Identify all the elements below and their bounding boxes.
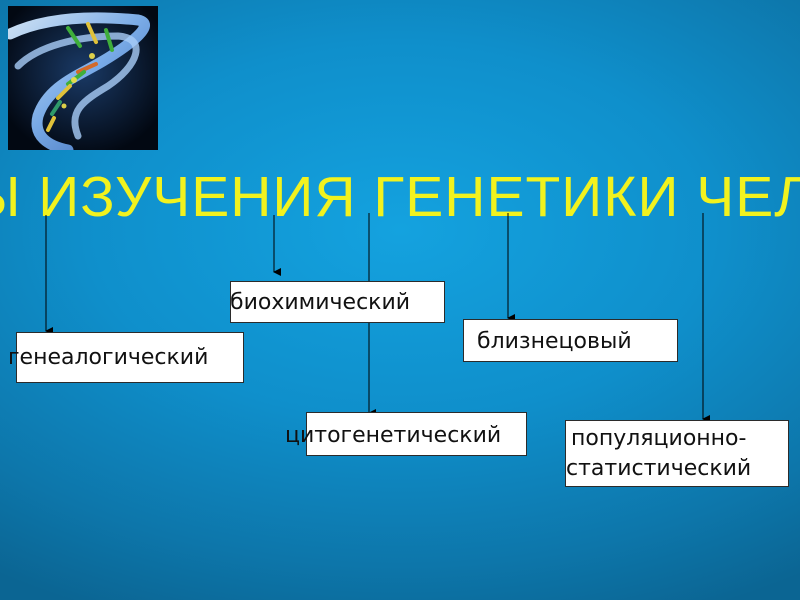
method-box-population [565, 420, 789, 487]
method-label-genealogical: генеалогический [8, 345, 209, 370]
method-box-twin [463, 319, 678, 362]
method-label-biochemical: биохимический [230, 290, 411, 315]
method-label-population-line1: популяционно- [571, 426, 747, 451]
method-box-biochemical [230, 281, 445, 323]
method-label-twin: близнецовый [477, 329, 632, 354]
method-label-population-line2: статистический [566, 456, 752, 481]
dna-double-helix-image [8, 6, 158, 150]
method-label-cytogenetic: цитогенетический [285, 423, 502, 448]
method-box-cytogenetic [306, 412, 527, 456]
method-box-genealogical [16, 332, 244, 383]
slide-title: Ы ИЗУЧЕНИЯ ГЕНЕТИКИ ЧЕЛ [0, 165, 800, 229]
